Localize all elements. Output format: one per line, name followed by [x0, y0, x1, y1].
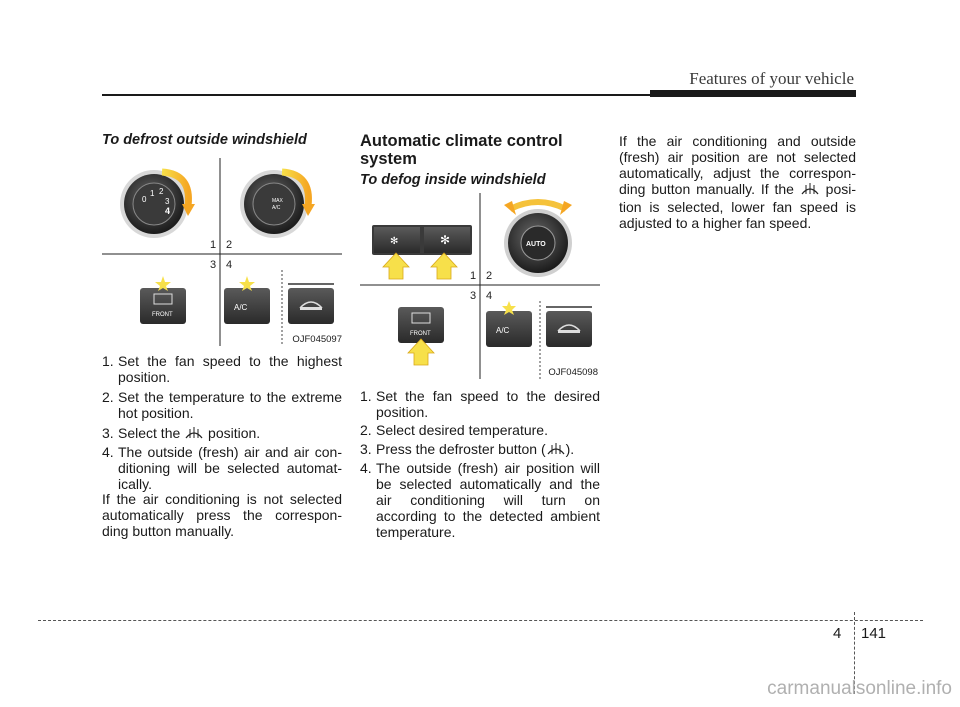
svg-text:1: 1 [470, 270, 476, 282]
left-paragraph: If the air conditioning is not selected … [102, 491, 342, 539]
svg-text:4: 4 [165, 206, 170, 216]
step-number: 2. [102, 389, 114, 405]
footer-rule [38, 620, 923, 621]
defroster-icon [546, 442, 566, 459]
middle-step-2: 2. Select desired temperature. [360, 422, 600, 438]
defog-figure-drawing: ✻ ✻ AUTO 1 2 3 4 FRONT A/C [360, 193, 600, 379]
section-heading-auto-climate: Automatic climate control system [360, 132, 563, 168]
figure-defog-inside: ✻ ✻ AUTO 1 2 3 4 FRONT A/C OJF045098 [360, 193, 600, 383]
step-number: 3. [360, 441, 372, 457]
step-number: 3. [102, 425, 114, 441]
step-number: 1. [102, 353, 114, 369]
left-step-2: 2. Set the temperature to the extreme ho… [102, 389, 342, 421]
step-text: Set the fan speed to the highest positio… [118, 353, 342, 385]
step-text: Select desired temperature. [376, 422, 548, 438]
svg-text:2: 2 [226, 239, 232, 251]
step-number: 4. [360, 460, 372, 476]
page-number: 141 [861, 625, 887, 642]
step-text: Set the temperature to the extreme hot p… [118, 389, 342, 421]
step-text: Set the fan speed to the desired positio… [376, 388, 600, 420]
step-text: Press the defroster button (). [376, 441, 575, 459]
svg-text:A/C: A/C [234, 303, 248, 312]
svg-text:MAX: MAX [272, 198, 284, 204]
right-paragraph: If the air conditioning and outside (fre… [619, 133, 857, 231]
svg-text:4: 4 [486, 290, 492, 302]
defrost-figure-drawing: 0 1 2 3 4 MAX A/C 1 2 3 4 FRONT A/C [102, 158, 342, 346]
svg-text:0: 0 [142, 195, 147, 204]
step-number: 4. [102, 444, 114, 460]
svg-text:✻: ✻ [440, 233, 450, 247]
chapter-number: 4 [833, 625, 842, 642]
svg-text:A/C: A/C [496, 326, 510, 335]
middle-step-4: 4. The outside (fresh) air position will… [360, 460, 600, 540]
svg-text:4: 4 [226, 259, 232, 271]
svg-text:AUTO: AUTO [526, 241, 546, 248]
middle-step-3: 3. Press the defroster button (). [360, 441, 600, 459]
watermark: carmanualsonline.info [767, 678, 952, 699]
middle-step-1: 1. Set the fan speed to the desired posi… [360, 388, 600, 420]
step-number: 2. [360, 422, 372, 438]
footer-divider [854, 612, 855, 694]
header-tab-bar [650, 90, 856, 97]
subheading-defog: To defog inside windshield [360, 172, 546, 188]
left-step-3: 3. Select the position. [102, 425, 342, 443]
step-text: The outside (fresh) air and air con-diti… [118, 444, 342, 492]
defroster-icon [184, 426, 204, 443]
svg-text:2: 2 [486, 270, 492, 282]
svg-text:2: 2 [159, 187, 164, 196]
step-text: The outside (fresh) air position will be… [376, 460, 600, 540]
header-rule [102, 94, 855, 96]
running-header: Features of your vehicle [689, 69, 854, 88]
svg-text:1: 1 [150, 189, 155, 198]
svg-text:1: 1 [210, 239, 216, 251]
svg-text:A/C: A/C [272, 205, 281, 211]
figure-label: OJF045098 [548, 367, 598, 378]
svg-text:FRONT: FRONT [152, 312, 173, 318]
figure-label: OJF045097 [292, 334, 342, 345]
svg-text:3: 3 [470, 290, 476, 302]
left-step-4: 4. The outside (fresh) air and air con-d… [102, 444, 342, 492]
left-step-1: 1. Set the fan speed to the highest posi… [102, 353, 342, 385]
step-text: Select the position. [118, 425, 261, 443]
section-heading-defrost: To defrost outside windshield [102, 132, 307, 148]
step-number: 1. [360, 388, 372, 404]
defroster-icon [800, 182, 820, 199]
svg-text:3: 3 [210, 259, 216, 271]
svg-text:3: 3 [165, 197, 170, 206]
figure-defrost-outside: 0 1 2 3 4 MAX A/C 1 2 3 4 FRONT A/C [102, 158, 342, 348]
svg-text:✻: ✻ [390, 236, 398, 247]
svg-text:FRONT: FRONT [410, 331, 431, 337]
